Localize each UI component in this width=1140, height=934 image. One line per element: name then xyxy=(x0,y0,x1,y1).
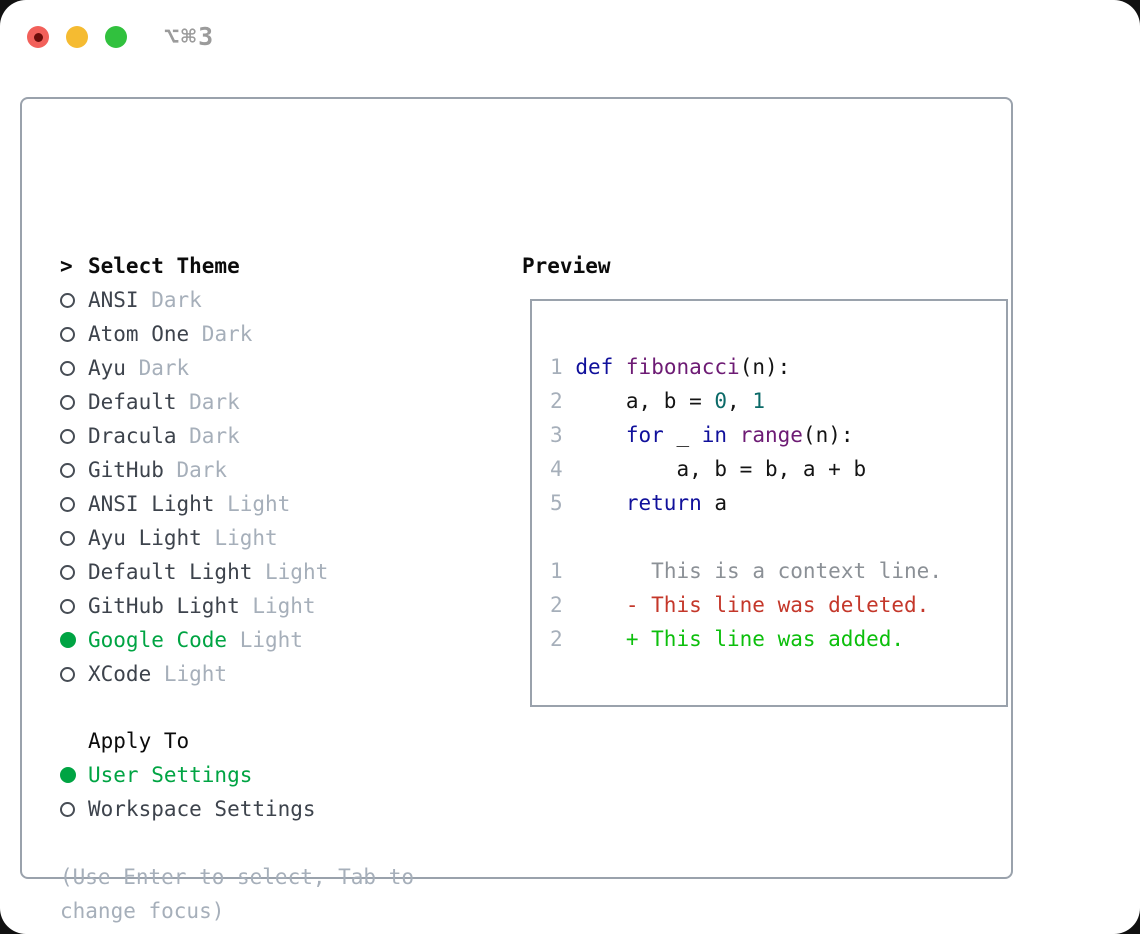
theme-option-default[interactable]: Default Dark xyxy=(60,385,500,419)
option-variant: Light xyxy=(252,560,329,584)
theme-option-ayu[interactable]: Ayu Dark xyxy=(60,351,500,385)
radio-unselected-icon xyxy=(60,360,88,376)
code-line: 2 a, b = 0, 1 xyxy=(550,389,765,413)
option-label: ANSI xyxy=(88,288,139,312)
radio-unselected-icon xyxy=(60,530,88,546)
option-variant: Dark xyxy=(189,322,253,346)
option-variant: Dark xyxy=(138,288,202,312)
option-label: XCode xyxy=(88,662,152,686)
radio-unselected-icon xyxy=(60,666,88,682)
radio-unselected-icon xyxy=(60,428,88,444)
select-theme-title: Select Theme xyxy=(88,254,240,278)
titlebar: ⌥⌘3 xyxy=(0,0,1140,74)
radio-unselected-icon xyxy=(60,462,88,478)
code-line: 5 return a xyxy=(550,491,728,515)
code-line xyxy=(550,520,1006,554)
code-line: 2 - This line was deleted. xyxy=(550,593,930,617)
theme-option-atom-one[interactable]: Atom One Dark xyxy=(60,317,500,351)
theme-option-google-code[interactable]: Google Code Light xyxy=(60,623,500,657)
select-theme-header: > Select Theme xyxy=(60,249,500,283)
option-label: Default xyxy=(88,390,177,414)
close-button[interactable] xyxy=(27,26,49,48)
radio-unselected-icon xyxy=(60,326,88,342)
option-label: Workspace Settings xyxy=(88,797,316,821)
theme-option-github[interactable]: GitHub Dark xyxy=(60,453,500,487)
radio-unselected-icon xyxy=(60,292,88,308)
option-label: Ayu xyxy=(88,356,126,380)
code-line: 2 + This line was added. xyxy=(550,627,905,651)
apply-option-workspace-settings[interactable]: Workspace Settings xyxy=(60,792,500,826)
modified-dot-icon xyxy=(33,32,43,42)
option-label: Ayu Light xyxy=(88,526,202,550)
radio-selected-icon xyxy=(60,767,88,783)
apply-to-header: Apply To xyxy=(60,724,500,758)
radio-unselected-icon xyxy=(60,598,88,614)
code-preview: 1 def fibonacci(n): 2 a, b = 0, 1 3 for _ … xyxy=(532,301,1006,656)
preview-box: 1 def fibonacci(n): 2 a, b = 0, 1 3 for _ … xyxy=(530,299,1008,707)
option-label: Google Code xyxy=(88,628,228,652)
code-line: 4 a, b = b, a + b xyxy=(550,457,867,481)
theme-option-default-light[interactable]: Default Light Light xyxy=(60,555,500,589)
code-line: 1 def fibonacci(n): xyxy=(550,355,791,379)
theme-option-dracula[interactable]: Dracula Dark xyxy=(60,419,500,453)
option-variant: Dark xyxy=(176,424,240,448)
option-label: Atom One xyxy=(88,322,190,346)
option-label: User Settings xyxy=(88,763,253,787)
option-variant: Light xyxy=(227,628,303,652)
option-label: Default Light xyxy=(88,560,253,584)
radio-unselected-icon xyxy=(60,394,88,410)
option-variant: Light xyxy=(239,594,316,618)
option-label: GitHub Light xyxy=(88,594,240,618)
minimize-button[interactable] xyxy=(66,26,88,48)
option-label: Dracula xyxy=(88,424,177,448)
option-variant: Light xyxy=(214,492,291,516)
hint-text: (Use Enter to select, Tab to change focu… xyxy=(60,865,415,923)
zoom-button[interactable] xyxy=(105,26,127,48)
radio-unselected-icon xyxy=(60,564,88,580)
theme-option-github-light[interactable]: GitHub Light Light xyxy=(60,589,500,623)
option-variant: Dark xyxy=(125,356,190,380)
code-line: 1 This is a context line. xyxy=(550,559,942,583)
radio-unselected-icon xyxy=(60,801,88,817)
option-label: GitHub xyxy=(88,458,164,482)
option-variant: Dark xyxy=(163,458,228,482)
radio-unselected-icon xyxy=(60,496,88,512)
option-variant: Dark xyxy=(176,390,240,414)
focus-caret-icon: > xyxy=(60,254,73,278)
theme-option-ansi-light[interactable]: ANSI Light Light xyxy=(60,487,500,521)
theme-option-xcode[interactable]: XCode Light xyxy=(60,657,500,691)
window-shortcut-label: ⌥⌘3 xyxy=(164,22,216,51)
option-variant: Light xyxy=(151,662,228,686)
code-line: 3 for _ in range(n): xyxy=(550,423,854,447)
preview-title: Preview xyxy=(522,254,611,278)
apply-to-title: Apply To xyxy=(88,729,190,753)
radio-selected-icon xyxy=(60,632,88,648)
theme-option-ayu-light[interactable]: Ayu Light Light xyxy=(60,521,500,555)
apply-option-user-settings[interactable]: User Settings xyxy=(60,758,500,792)
theme-option-ansi[interactable]: ANSI Dark xyxy=(60,283,500,317)
option-variant: Light xyxy=(201,526,278,550)
option-label: ANSI Light xyxy=(88,492,215,516)
